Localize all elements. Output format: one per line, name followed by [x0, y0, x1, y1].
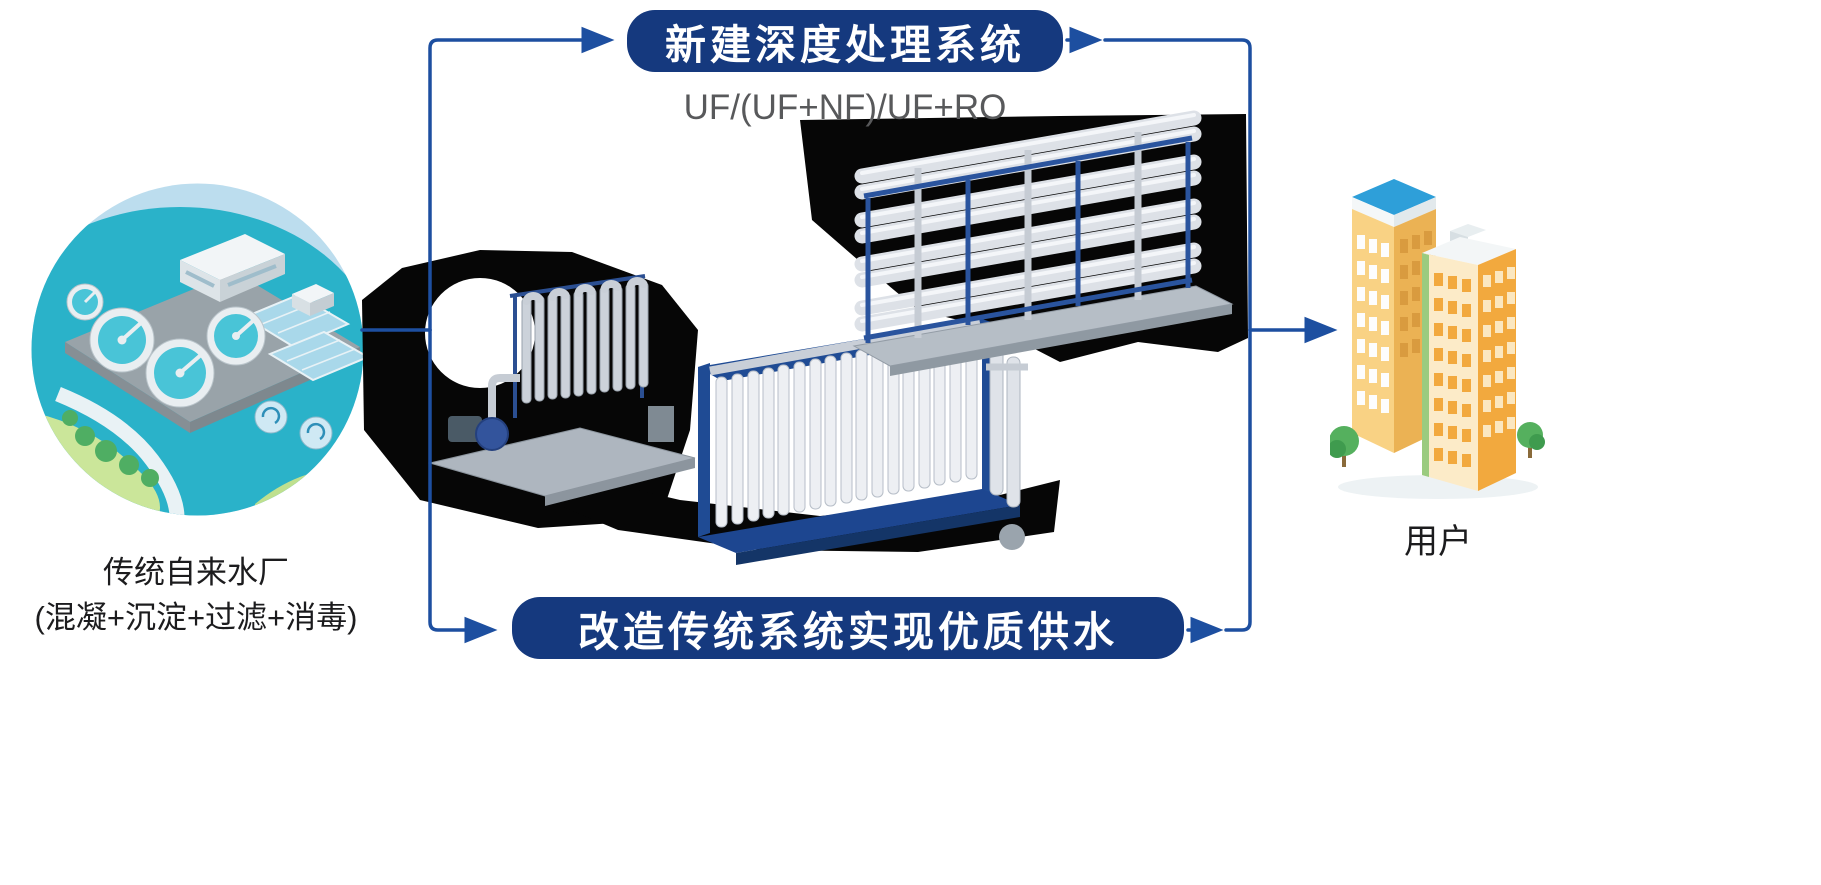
- ro-frame: [863, 135, 1193, 343]
- clarifier-tank: [145, 338, 215, 408]
- membrane-skid-large: [698, 318, 1028, 565]
- clarifier-tanks: [66, 283, 266, 408]
- plant-trees: [62, 410, 159, 487]
- user-buildings-illustration: [1330, 179, 1545, 499]
- photo-white-hole: [425, 278, 535, 388]
- top-banner-new-deep-treatment: 新建深度处理系统: [627, 10, 1063, 72]
- arrow-lines: [360, 26, 1338, 644]
- clarifier-tank: [206, 306, 266, 366]
- tree-icon: [1517, 422, 1545, 458]
- tree-icon: [1330, 426, 1359, 467]
- right-tower: [1422, 224, 1516, 491]
- uf-vertical-pipes: [521, 281, 649, 404]
- water-treatment-upgrade-diagram: 新建深度处理系统 UF/(UF+NF)/UF+RO 改造传统系统实现优质供水 传…: [31, 10, 1545, 659]
- pump-motor: [448, 416, 482, 442]
- membrane-process-subtitle: UF/(UF+NF)/UF+RO: [683, 88, 1007, 127]
- line-top-to-right-rail: [1103, 38, 1252, 332]
- clarifier-tank: [66, 283, 104, 321]
- plant-caption: 传统自来水厂 (混凝+沉淀+过滤+消毒): [0, 550, 392, 885]
- side-pipes: [986, 344, 1028, 508]
- ro-manifold-pipes: [914, 132, 1142, 338]
- uf-membrane-tubes: [715, 328, 978, 528]
- traditional-water-plant-illustration: [31, 183, 364, 516]
- arrow-to-bottom-banner: [428, 328, 498, 644]
- rectangular-basins: [242, 293, 364, 382]
- right-tower-windows: [1434, 273, 1471, 467]
- right-tower-side-windows: [1483, 267, 1515, 437]
- line-bottom-to-right-rail: [1224, 328, 1252, 632]
- plant-buildings: [180, 234, 334, 316]
- left-tower-windows: [1357, 235, 1389, 413]
- control-box: [648, 406, 674, 442]
- uf-u-bends: [522, 277, 648, 305]
- membrane-filtration-skids-photo: [362, 110, 1248, 565]
- top-manifold-pipe: [709, 318, 981, 376]
- plant-caption-line1: 传统自来水厂: [103, 555, 289, 590]
- clarifier-tank: [89, 307, 155, 373]
- skid-pump: [999, 524, 1025, 550]
- plant-caption-line2: (混凝+沉淀+过滤+消毒): [34, 600, 358, 635]
- plant-road: [55, 387, 185, 516]
- flow-arrows: [360, 26, 1338, 644]
- pump-volute: [475, 417, 509, 451]
- user-caption: 用户: [1404, 523, 1472, 561]
- arrow-to-top-banner: [428, 26, 615, 332]
- sedimentation-tanks: [254, 400, 333, 450]
- bottom-banner-retrofit-system: 改造传统系统实现优质供水: [512, 597, 1184, 659]
- ro-skid-long: [852, 110, 1234, 376]
- membrane-skid-small: [428, 274, 696, 506]
